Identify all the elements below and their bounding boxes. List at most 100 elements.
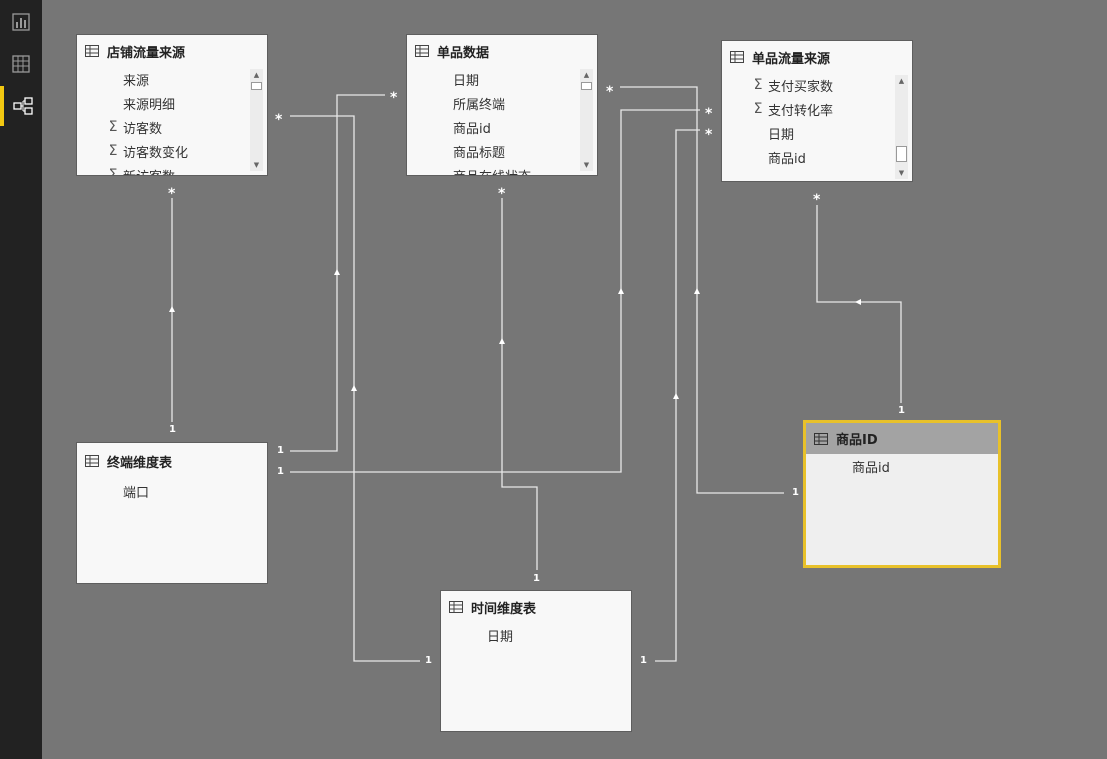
table-header[interactable]: 时间维度表 xyxy=(441,591,631,623)
one-marker: 1 xyxy=(640,655,647,666)
sigma-icon: Σ xyxy=(753,77,763,93)
table-card-product-id[interactable]: 商品ID 商品id xyxy=(803,420,1001,568)
field-name: 端口 xyxy=(123,485,150,501)
one-marker: 1 xyxy=(169,424,176,435)
one-marker: 1 xyxy=(533,573,540,584)
scrollbar[interactable]: ▲ ▼ xyxy=(580,69,593,171)
field-name: 访客数变化 xyxy=(123,145,189,161)
data-view-button[interactable] xyxy=(0,44,42,84)
table-title: 店铺流量来源 xyxy=(107,45,186,61)
many-marker: * xyxy=(705,106,713,122)
relationship-view-icon xyxy=(13,97,33,115)
field-name: 商品id xyxy=(453,121,491,137)
report-view-button[interactable] xyxy=(0,2,42,42)
field-list: Σ 支付买家数 Σ 支付转化率 日期 商品id xyxy=(722,73,912,169)
scroll-thumb[interactable] xyxy=(896,146,907,162)
field-item[interactable]: 日期 xyxy=(441,623,631,647)
field-name: 日期 xyxy=(768,127,795,143)
direction-arrow xyxy=(618,288,624,294)
field-name: 商品id xyxy=(768,151,806,167)
field-item[interactable]: Σ新访客数 xyxy=(77,163,267,176)
field-name: 支付买家数 xyxy=(768,79,834,95)
report-view-icon xyxy=(12,13,30,31)
direction-arrow xyxy=(169,306,175,312)
scroll-thumb[interactable] xyxy=(251,82,262,90)
field-list: 商品id xyxy=(806,454,998,478)
table-title: 时间维度表 xyxy=(471,601,537,617)
one-marker: 1 xyxy=(792,487,799,498)
field-item[interactable]: 商品id xyxy=(806,454,998,478)
one-marker: 1 xyxy=(277,445,284,456)
relationship-view-button[interactable] xyxy=(0,86,42,126)
table-header[interactable]: 单品数据 xyxy=(407,35,597,67)
table-title: 商品ID xyxy=(836,433,878,448)
scrollbar[interactable]: ▲ ▼ xyxy=(895,75,908,179)
scroll-up-icon[interactable]: ▲ xyxy=(898,77,905,85)
scrollbar[interactable]: ▲ ▼ xyxy=(250,69,263,171)
many-marker: * xyxy=(813,192,821,208)
field-item[interactable]: 日期 xyxy=(722,121,912,145)
field-list: 端口 xyxy=(77,479,267,503)
table-card-item-traffic[interactable]: 单品流量来源 Σ 支付买家数 Σ 支付转化率 日期 商品id ▲ ▼ xyxy=(721,40,913,182)
scroll-up-icon[interactable]: ▲ xyxy=(253,71,260,79)
field-item[interactable]: Σ 访客数变化 xyxy=(77,139,267,163)
field-name: 日期 xyxy=(487,629,514,645)
table-icon xyxy=(814,432,828,445)
field-item[interactable]: Σ 支付买家数 xyxy=(722,73,912,97)
table-card-time-dim[interactable]: 时间维度表 日期 xyxy=(440,590,632,732)
table-title: 终端维度表 xyxy=(107,455,173,471)
field-item[interactable]: 商品id xyxy=(407,115,597,139)
scroll-down-icon[interactable]: ▼ xyxy=(253,161,260,169)
field-item[interactable]: 商品在线状态 xyxy=(407,163,597,176)
field-item[interactable]: 来源明细 xyxy=(77,91,267,115)
field-item[interactable]: 日期 xyxy=(407,67,597,91)
field-name: 支付转化率 xyxy=(768,103,834,119)
one-marker: 1 xyxy=(898,405,905,416)
table-card-item-data[interactable]: 单品数据 日期 所属终端 商品id 商品标题 商品在线状态 ▲ ▼ xyxy=(406,34,598,176)
field-item[interactable]: Σ 支付转化率 xyxy=(722,97,912,121)
field-item[interactable]: 所属终端 xyxy=(407,91,597,115)
table-icon xyxy=(415,45,429,57)
field-item[interactable]: 商品id xyxy=(722,145,912,169)
direction-arrow xyxy=(694,288,700,294)
field-item[interactable]: 来源 xyxy=(77,67,267,91)
many-marker: * xyxy=(606,84,614,100)
sigma-icon: Σ xyxy=(108,167,118,176)
table-header[interactable]: 店铺流量来源 xyxy=(77,35,267,67)
field-list: 日期 xyxy=(441,623,631,647)
table-card-terminal-dim[interactable]: 终端维度表 端口 xyxy=(76,442,268,584)
table-icon xyxy=(730,51,744,63)
field-name: 访客数 xyxy=(123,121,163,137)
table-card-store-traffic[interactable]: 店铺流量来源 来源 来源明细 Σ 访客数 Σ 访客数变化 Σ新访客数 ▲ ▼ xyxy=(76,34,268,176)
table-header[interactable]: 商品ID xyxy=(806,423,998,454)
many-marker: * xyxy=(498,186,506,202)
field-item[interactable]: 商品标题 xyxy=(407,139,597,163)
table-header[interactable]: 单品流量来源 xyxy=(722,41,912,73)
data-view-icon xyxy=(12,55,30,73)
scroll-thumb[interactable] xyxy=(581,82,592,90)
field-name: 商品id xyxy=(852,460,890,476)
one-marker: 1 xyxy=(425,655,432,666)
many-marker: * xyxy=(705,127,713,143)
sigma-icon: Σ xyxy=(108,143,118,159)
direction-arrow xyxy=(673,393,679,399)
scroll-down-icon[interactable]: ▼ xyxy=(583,161,590,169)
one-marker: 1 xyxy=(277,466,284,477)
direction-arrow xyxy=(351,385,357,391)
sigma-icon: Σ xyxy=(753,101,763,117)
table-icon xyxy=(85,45,99,57)
table-header[interactable]: 终端维度表 xyxy=(77,443,267,479)
field-item[interactable]: 端口 xyxy=(77,479,267,503)
scroll-down-icon[interactable]: ▼ xyxy=(898,169,905,177)
table-icon xyxy=(85,455,99,467)
many-marker: * xyxy=(275,112,283,128)
field-name: 所属终端 xyxy=(453,97,506,113)
many-marker: * xyxy=(390,90,398,106)
scroll-up-icon[interactable]: ▲ xyxy=(583,71,590,79)
field-item[interactable]: Σ 访客数 xyxy=(77,115,267,139)
sigma-icon: Σ xyxy=(108,119,118,135)
direction-arrow xyxy=(855,299,861,305)
table-title: 单品流量来源 xyxy=(752,51,831,67)
rel-item-time xyxy=(501,198,538,570)
